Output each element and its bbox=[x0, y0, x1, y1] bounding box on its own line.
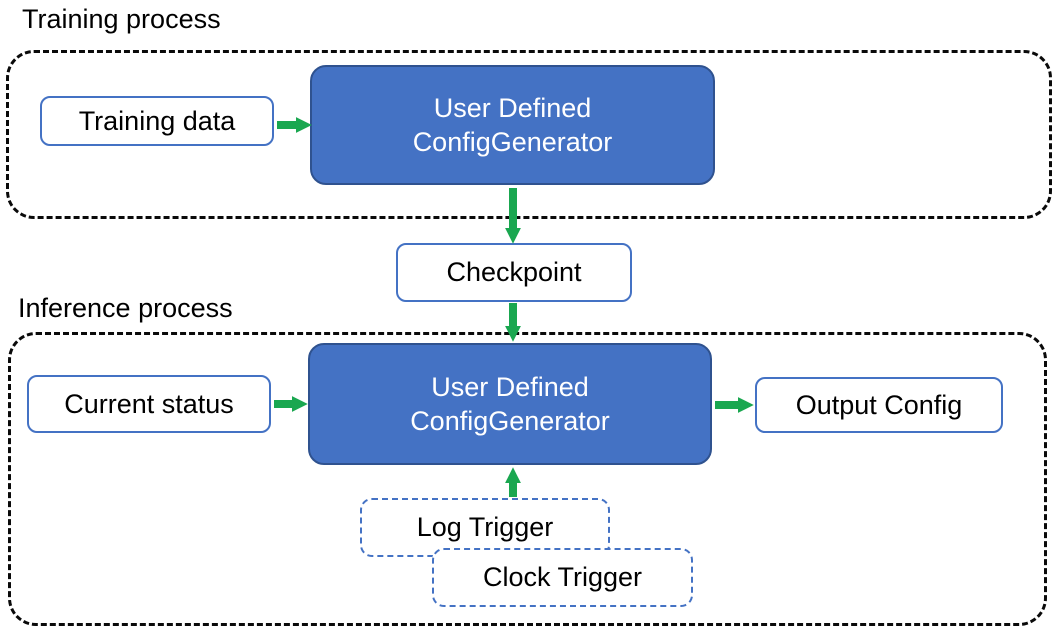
inference-process-label: Inference process bbox=[18, 293, 233, 323]
checkpoint-box: Checkpoint bbox=[396, 243, 632, 302]
inference-config-generator-line1: User Defined bbox=[431, 372, 589, 402]
current-status-box: Current status bbox=[27, 375, 271, 433]
clock-trigger-box: Clock Trigger bbox=[432, 548, 693, 607]
training-process-region bbox=[6, 50, 1052, 219]
training-process-label: Training process bbox=[22, 4, 221, 34]
inference-config-generator-line2: ConfigGenerator bbox=[410, 406, 610, 436]
training-config-generator-line2: ConfigGenerator bbox=[412, 127, 613, 157]
training-config-generator-line1: User Defined bbox=[433, 93, 592, 123]
output-config-box: Output Config bbox=[755, 377, 1003, 433]
training-data-box: Training data bbox=[40, 96, 274, 146]
inference-config-generator-box: User Defined ConfigGenerator bbox=[308, 343, 712, 465]
log-trigger-box: Log Trigger bbox=[360, 498, 610, 557]
inference-process-region bbox=[8, 332, 1047, 626]
training-config-generator-box: User Defined ConfigGenerator bbox=[310, 65, 715, 185]
